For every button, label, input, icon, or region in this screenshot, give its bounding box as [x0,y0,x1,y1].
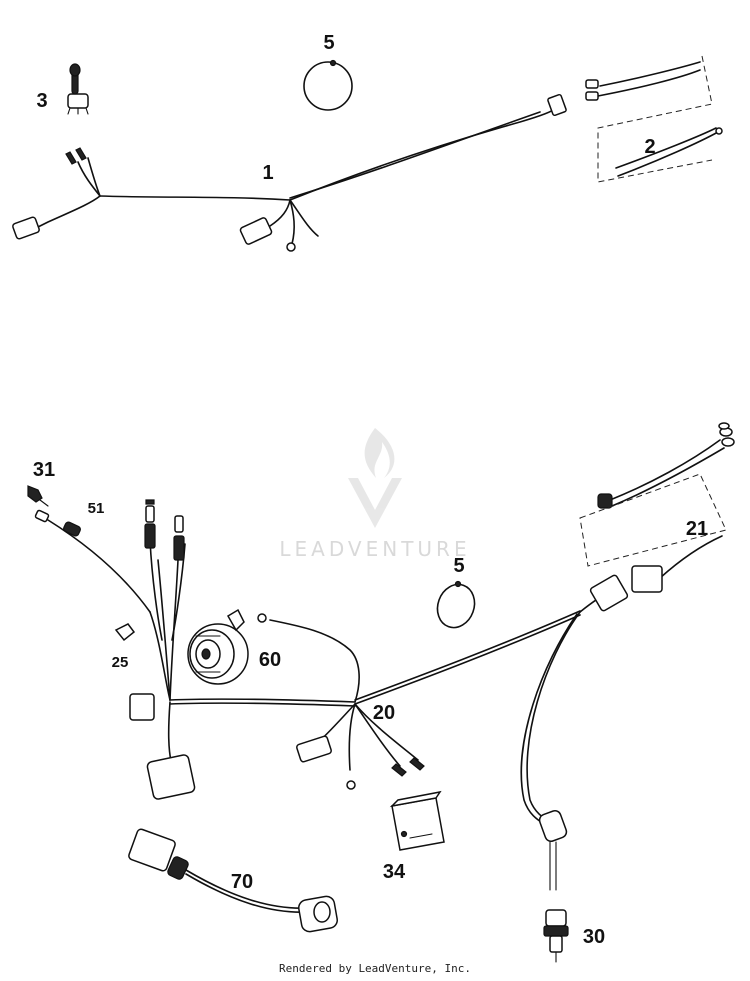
plug-connector-icon [128,828,176,872]
callout-2: 2 [644,136,655,158]
credit-text: Rendered by LeadVenture, Inc. [278,962,472,975]
plug-connector-icon [296,735,332,763]
callout-5-top: 5 [323,32,334,54]
pressure-switch-icon [543,909,569,963]
callout-31: 31 [33,459,55,481]
indicator-lamp-icon [27,485,49,507]
plug-connector-icon [129,693,155,721]
plug-connector-icon [631,565,663,593]
callout-21: 21 [686,518,708,540]
lead-set [579,422,735,593]
cable-clamp-icon [303,59,353,111]
callout-70: 70 [231,871,253,893]
callout-34: 34 [383,861,406,883]
plug-connector-icon [239,217,273,245]
lamp-lead [34,509,151,613]
callout-30: 30 [583,926,605,948]
callout-3: 3 [36,90,47,112]
toggle-switch-icon [67,63,89,115]
horn-icon [187,608,249,685]
main-harness [12,93,567,252]
switch-lead [128,828,338,933]
plug-connector-icon [589,574,629,612]
wire-set [585,55,723,183]
spade-terminals [144,499,185,561]
callout-60: 60 [259,649,281,671]
grommet-icon [114,623,136,642]
watermark-text: LEADVENTURE [279,537,470,561]
watermark: LEADVENTURE [279,428,470,561]
cable-clamp-icon [436,580,476,629]
plug-connector-icon [547,93,567,117]
plug-connector-icon [146,754,196,800]
relay-box-icon [389,790,445,851]
callout-20: 20 [373,702,395,724]
callout-51: 51 [88,500,105,517]
callout-25: 25 [112,654,129,671]
secondary-harness [129,539,629,891]
plug-connector-icon [12,216,40,240]
flame-v-logo-icon [348,428,402,528]
callout-1: 1 [262,162,273,184]
callout-5-bottom: 5 [453,555,464,577]
